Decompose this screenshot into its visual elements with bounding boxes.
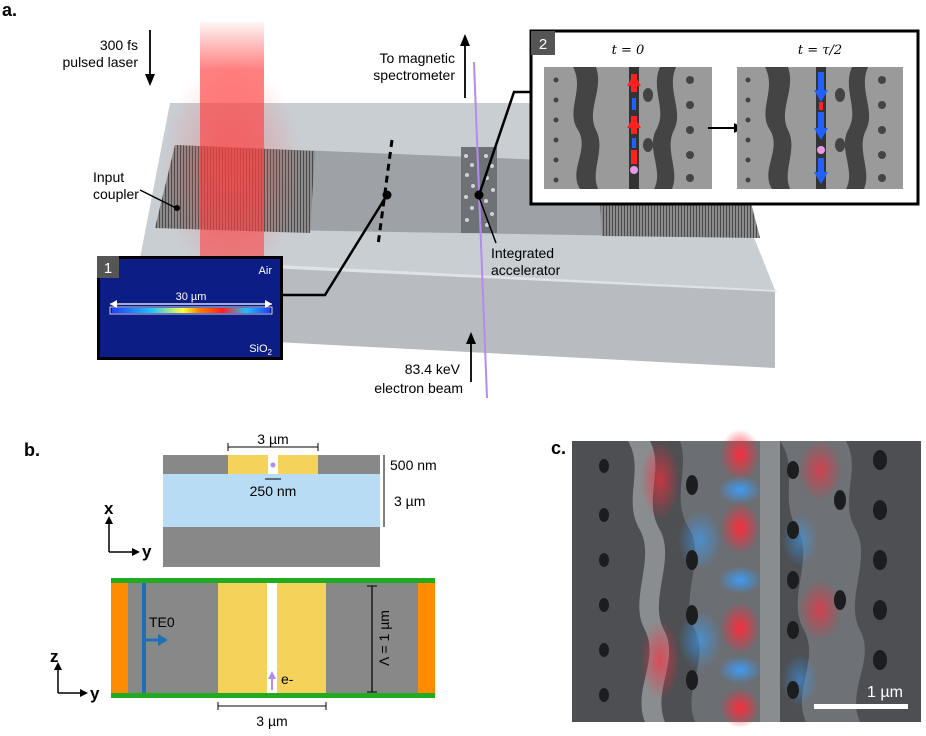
inset-1-number: 1 — [104, 260, 112, 277]
laser-label-line1: 300 fs — [100, 37, 138, 53]
input-coupler-label-line2: coupler — [93, 186, 139, 202]
laser-beam — [162, 22, 302, 280]
field-overlay-image — [572, 429, 921, 728]
laser-label-line2: pulsed laser — [63, 54, 139, 70]
axis-z-label: z — [50, 647, 59, 666]
accelerator-label-line1: Integrated — [491, 245, 554, 261]
top-width-label: 3 µm — [257, 431, 288, 447]
panel-b-letter: b. — [24, 440, 40, 460]
axis-x-label: x — [104, 499, 114, 518]
scale-label: 1 µm — [867, 684, 903, 701]
electron-label-line1: 83.4 keV — [405, 361, 461, 377]
top-down-diagram — [111, 578, 435, 698]
thickness-label: 500 nm — [390, 457, 437, 473]
inset1-connector — [280, 194, 389, 297]
inset-2-t0-label: t = 0 — [612, 43, 645, 58]
inset-2-number: 2 — [539, 36, 547, 53]
mode-label: TE0 — [149, 614, 175, 630]
inset-1-width-label: 30 µm — [176, 291, 207, 303]
axis-y-label-top: y — [142, 542, 152, 561]
inset-1-mode-profile: 1 Air 30 µm SiO2 — [97, 256, 283, 360]
panel-c-letter: c. — [551, 438, 566, 458]
bottom-width-label: 3 µm — [256, 713, 287, 729]
panel-a-letter: a. — [2, 0, 17, 20]
electron-label-line2: electron beam — [374, 380, 463, 396]
period-label: Λ = 1 µm — [376, 610, 392, 666]
input-coupler-pointer — [139, 189, 177, 209]
inset-2-time-snapshots: 2 t = 0 t = τ/2 — [529, 29, 920, 206]
cross-section-diagram — [163, 455, 380, 567]
inset-1-mode — [112, 308, 270, 313]
inset-2-thalf-label: t = τ/2 — [798, 43, 842, 58]
electron-label: e- — [281, 671, 294, 687]
axes-xy — [105, 516, 140, 556]
accelerator-label-line2: accelerator — [491, 262, 561, 278]
inset-1-air-label: Air — [259, 265, 273, 277]
accelerator-pointer — [478, 196, 497, 244]
inset-1-substrate-label: SiO2 — [249, 343, 272, 357]
axes-zy — [54, 662, 88, 697]
axis-y-label-bottom: y — [90, 684, 100, 703]
gap-label: 250 nm — [250, 483, 297, 499]
electron-beam-line — [473, 61, 488, 399]
input-coupler-label-line1: Input — [93, 169, 124, 185]
scale-bar — [814, 704, 908, 709]
spectrometer-label-line2: spectrometer — [373, 67, 455, 83]
oxide-label: 3 µm — [394, 493, 425, 509]
spectrometer-label-line1: To magnetic — [380, 50, 455, 66]
